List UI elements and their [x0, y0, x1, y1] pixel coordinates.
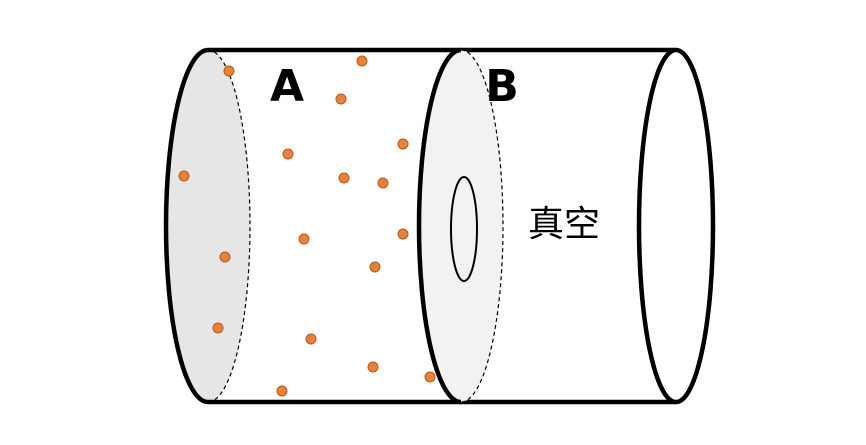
gas-particle — [212, 322, 224, 334]
gas-particle — [367, 361, 379, 373]
partition-disk — [416, 47, 504, 405]
right-end-cap — [636, 47, 716, 405]
left-cap-front-arc — [163, 47, 209, 405]
gas-particles — [178, 55, 436, 397]
gas-particle — [223, 65, 235, 77]
gas-particle — [397, 228, 409, 240]
gas-particle — [338, 172, 350, 184]
gas-particle — [282, 148, 294, 160]
gas-particle — [424, 371, 436, 383]
gas-particle — [276, 385, 288, 397]
left-end-cap — [163, 47, 251, 405]
gas-particle — [219, 251, 231, 263]
gas-particle — [178, 170, 190, 182]
gas-particle — [298, 233, 310, 245]
gas-particle — [356, 55, 368, 67]
gas-particle — [369, 261, 381, 273]
partition-back-arc — [460, 49, 504, 403]
label-region-b: B — [485, 61, 519, 112]
gas-particle — [335, 93, 347, 105]
gas-particle — [377, 177, 389, 189]
partition-face — [419, 50, 503, 402]
gas-particle — [397, 138, 409, 150]
label-vacuum: 真空 — [528, 204, 600, 245]
partition-front-arc — [416, 47, 462, 405]
gas-particle — [305, 333, 317, 345]
partition-hole — [450, 176, 478, 282]
label-region-a: A — [270, 61, 304, 112]
left-cap-face — [166, 50, 250, 402]
